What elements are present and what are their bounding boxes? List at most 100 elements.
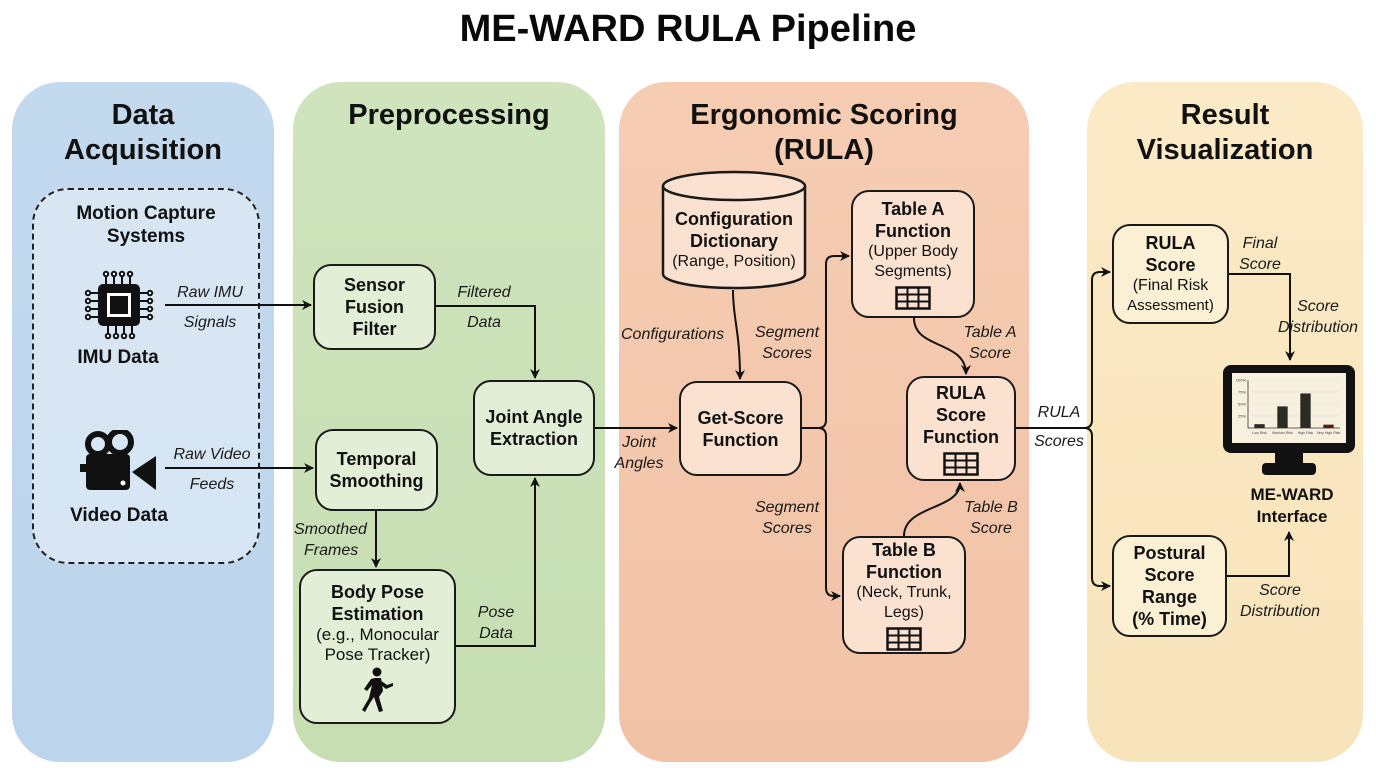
sensor-fusion-filter-node[interactable]: Sensor Fusion Filter [313, 264, 436, 350]
label-line: ME-WARD [1250, 485, 1334, 504]
mini-chart-bar-label: Very High Risk [1317, 431, 1341, 435]
node-title: Table B [872, 540, 936, 560]
table-grid-icon [943, 451, 979, 476]
label-line: Data [467, 314, 501, 331]
table-a-function-node[interactable]: Table A Function (Upper Body Segments) [851, 190, 975, 318]
lane-title-line: Data [111, 99, 175, 131]
edge-label-final-score: Final Score [1234, 233, 1286, 275]
node-title: Fusion [345, 297, 404, 317]
mini-chart-tick-label: 50% [1238, 402, 1246, 407]
lane-title-line: Result [1180, 99, 1270, 131]
video-camera-icon [80, 430, 156, 490]
label-line: Table B [964, 499, 1018, 516]
diagram-title: ME-WARD RULA Pipeline [459, 8, 917, 50]
imu-data-label: IMU Data [77, 347, 159, 368]
node-subtitle: (Upper Body [868, 243, 958, 260]
edge-filtered-data [436, 305, 540, 379]
edge-table-b-score [903, 482, 965, 537]
configuration-dictionary-node[interactable]: Configuration Dictionary (Range, Positio… [660, 208, 808, 272]
edge-label-raw-imu: Raw IMU Signals [170, 282, 250, 333]
edge-configurations [732, 289, 745, 380]
temporal-smoothing-node[interactable]: Temporal Smoothing [315, 429, 438, 511]
node-title: Range [1141, 587, 1197, 607]
video-data-label: Video Data [70, 505, 168, 526]
edge-label-smoothed-frames: Smoothed Frames [294, 519, 367, 561]
table-grid-icon [886, 627, 922, 651]
node-title: Function [875, 221, 951, 241]
label-line: Frames [304, 542, 359, 559]
configuration-dictionary-cylinder [661, 170, 807, 290]
label-line: Angles [614, 455, 664, 472]
table-b-function-node[interactable]: Table B Function (Neck, Trunk, Legs) [842, 536, 966, 654]
node-subtitle: Segments) [874, 263, 952, 280]
label-line: Score [1259, 582, 1301, 599]
mini-chart-tick-label: 25% [1238, 414, 1246, 419]
label-line: Raw Video [173, 446, 251, 463]
label-line: Final [1242, 235, 1278, 252]
joint-angle-extraction-node[interactable]: Joint Angle Extraction [473, 380, 595, 476]
me-ward-interface-label: ME-WARD Interface [1232, 484, 1352, 528]
rula-score-node[interactable]: RULA Score (Final Risk Assessment) [1112, 224, 1229, 324]
node-title: Score [1145, 255, 1196, 275]
node-subtitle: (Final Risk [1132, 277, 1209, 294]
motion-capture-group [32, 188, 260, 564]
mini-chart-bar-label: High Risk [1298, 431, 1314, 435]
group-title-line: Systems [106, 226, 186, 247]
lane-title-acquisition: Data Acquisition [12, 98, 274, 168]
node-title: Table A [881, 199, 945, 219]
node-title: Function [866, 562, 942, 582]
postural-score-range-node[interactable]: Postural Score Range (% Time) [1112, 535, 1227, 637]
node-title: RULA [936, 382, 986, 403]
node-title: Body Pose [330, 582, 425, 602]
mini-chart-bar [1277, 406, 1288, 428]
label-line: Signals [183, 314, 237, 331]
node-subtitle: Pose Tracker) [324, 645, 431, 664]
rula-score-function-node[interactable]: RULA Score Function [906, 376, 1016, 481]
label-line: Score [1239, 256, 1281, 273]
node-subtitle: Legs) [883, 604, 925, 621]
edge-label-table-b-score: Table B Score [955, 497, 1027, 539]
body-pose-estimation-node[interactable]: Body Pose Estimation (e.g., Monocular Po… [299, 569, 456, 724]
node-title: Joint Angle [485, 407, 583, 427]
edge-label-rula-scores: RULA Scores [1028, 402, 1090, 452]
label-line: Pose [477, 604, 515, 621]
label-line: Segment [754, 324, 820, 341]
lane-title-results: Result Visualization [1087, 98, 1363, 168]
node-title: Score [935, 404, 987, 425]
label-line: Scores [762, 345, 812, 362]
label-line: Data [479, 625, 513, 642]
label-line: Distribution [1277, 319, 1359, 336]
node-title: Function [702, 429, 779, 450]
node-title: Function [923, 426, 999, 447]
label-line: Distribution [1239, 603, 1321, 620]
node-title: Smoothing [329, 471, 424, 491]
edge-segment-scores-b [817, 427, 841, 601]
node-title: (% Time) [1132, 609, 1207, 629]
node-subtitle: (Range, Position) [672, 253, 796, 270]
node-title: Get-Score [697, 407, 784, 428]
edge-rula-scores-lower [1083, 427, 1111, 591]
get-score-function-node[interactable]: Get-Score Function [679, 381, 802, 476]
node-title: Estimation [331, 604, 424, 624]
mini-chart-bar [1254, 424, 1265, 428]
mini-chart-tick-label: 100% [1236, 378, 1247, 383]
mini-chart-bar-label: Medium Risk [1272, 431, 1293, 435]
edge-label-pose-data: Pose Data [468, 602, 524, 644]
edge-label-table-a-score: Table A Score [954, 322, 1026, 364]
node-subtitle: (Neck, Trunk, [856, 584, 952, 601]
lane-title-line: (RULA) [774, 134, 874, 166]
label-line: Score [969, 345, 1011, 362]
mini-chart-bar [1323, 424, 1334, 428]
node-title: Configuration [675, 209, 793, 229]
group-title-line: Motion Capture [76, 203, 216, 224]
edge-label-score-distribution-bottom: Score Distribution [1234, 580, 1326, 622]
edge-final-score [1229, 273, 1295, 361]
edge-pose-data [456, 477, 540, 647]
table-grid-icon [895, 286, 931, 310]
label-line: Score [970, 520, 1012, 537]
edge-label-segment-scores-b: Segment Scores [748, 497, 826, 539]
label-line: Feeds [189, 476, 235, 493]
lane-title-scoring: Ergonomic Scoring (RULA) [619, 98, 1029, 168]
edge-label-raw-video: Raw Video Feeds [166, 444, 258, 495]
